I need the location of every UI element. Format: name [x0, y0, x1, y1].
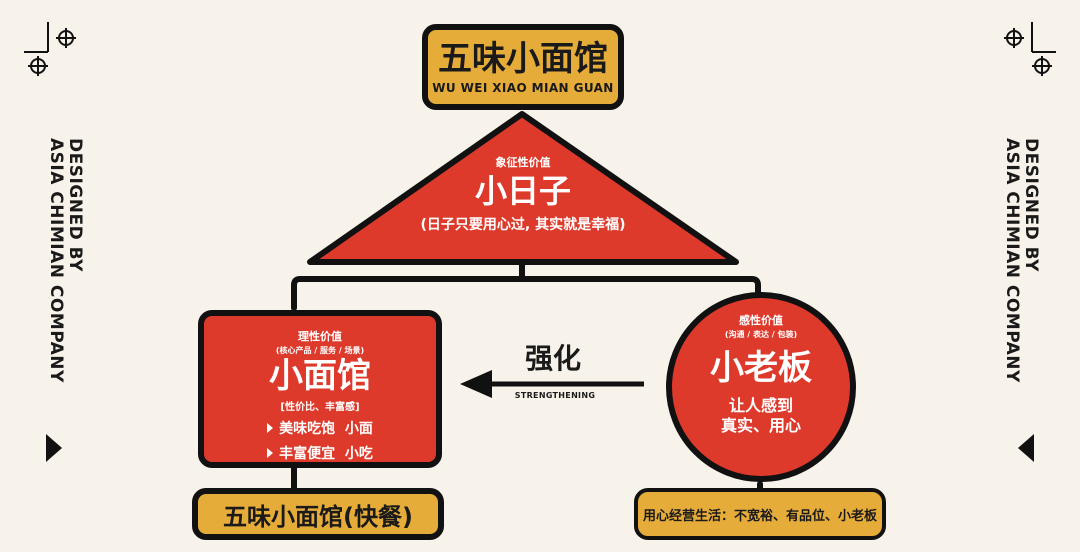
triangle-content: 象征性价值 小日子 (日子只要用心过, 其实就是幸福)	[370, 154, 676, 234]
triangle-play-icon	[1018, 434, 1034, 462]
corner-mark-right	[1004, 22, 1056, 76]
side-credit-right: DESIGNED BY ASIA CHIMIAN COMPANY	[1002, 138, 1041, 383]
brand-subtitle: WU WEI XIAO MIAN GUAN	[432, 81, 614, 95]
bullet-icon	[267, 448, 274, 458]
emotional-title: 小老板	[710, 348, 812, 388]
emotional-sub-caption: (沟通 / 表达 / 包装)	[724, 330, 798, 339]
triangle-note: (日子只要用心过, 其实就是幸福)	[420, 217, 626, 233]
fast-food-label: 五味小面馆(快餐)	[223, 502, 413, 531]
rational-title: 小面馆	[269, 356, 371, 396]
arrow-label: 强化	[524, 342, 581, 375]
lifestyle-box: 用心经营生活：不宽裕、有品位、小老板	[634, 488, 886, 540]
list-item: 美味吃饱 小面	[267, 418, 373, 438]
arrow-sub-label: STRENGTHENING	[514, 391, 596, 400]
emotional-line-1: 让人感到	[728, 396, 793, 415]
emotional-value-circle: 感性价值 (沟通 / 表达 / 包装) 小老板 让人感到 真实、用心	[666, 292, 856, 482]
arrow-left-icon	[460, 370, 492, 398]
emotional-line-2: 真实、用心	[720, 416, 801, 435]
fast-food-box: 五味小面馆(快餐)	[192, 488, 444, 540]
rational-sub-caption: (核心产品 / 服务 / 场景)	[275, 346, 365, 355]
triangle-play-icon	[46, 434, 62, 462]
brand-box: 五味小面馆 WU WEI XIAO MIAN GUAN	[422, 24, 624, 110]
rational-value-box: 理性价值 (核心产品 / 服务 / 场景) 小面馆 [性价比、丰富感] 美味吃饱…	[198, 310, 442, 468]
bullet-icon	[267, 423, 274, 433]
lifestyle-label: 用心经营生活：不宽裕、有品位、小老板	[642, 508, 877, 524]
rational-caption: 理性价值	[298, 330, 342, 343]
side-credit-left: DESIGNED BY ASIA CHIMIAN COMPANY	[46, 138, 85, 383]
brand-title: 五味小面馆	[438, 39, 608, 79]
triangle-title: 小日子	[474, 172, 571, 210]
emotional-caption: 感性价值	[739, 314, 783, 327]
triangle-caption: 象征性价值	[495, 156, 551, 169]
list-item: 丰富便宜 小吃	[267, 443, 373, 463]
corner-mark-left	[24, 22, 76, 76]
rational-note: [性价比、丰富感]	[280, 402, 360, 413]
